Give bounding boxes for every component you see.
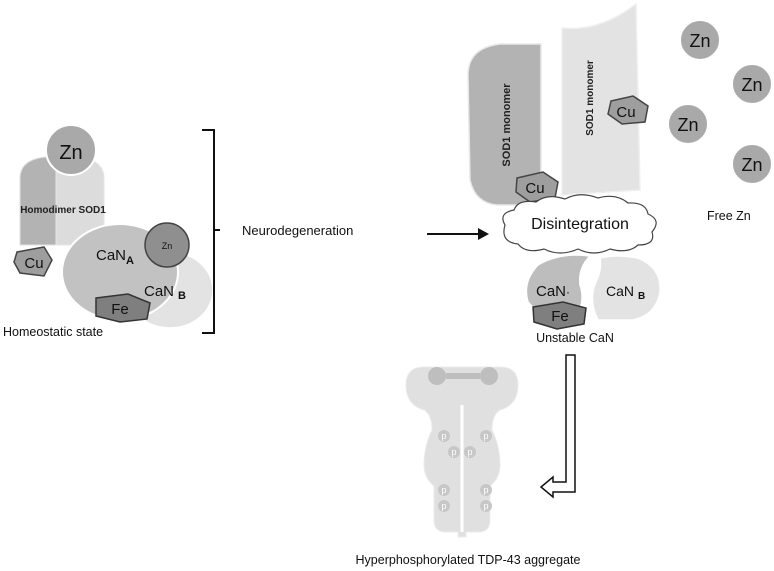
phospho-site xyxy=(438,484,450,496)
free-zn-ion xyxy=(731,63,773,105)
phospho-label: p xyxy=(441,485,446,495)
tdp43-node-left xyxy=(428,367,446,385)
arrow-to-tdp43 xyxy=(539,354,576,499)
phospho-label: p xyxy=(483,431,488,441)
free-zn-ion xyxy=(731,143,773,185)
free-zn-ion xyxy=(667,103,709,145)
cu-cofactor-left-label: Cu xyxy=(525,180,544,197)
sod1-monomer-right-label: SOD1 monomer xyxy=(585,60,596,136)
cu-cofactor-right-label: Cu xyxy=(616,104,635,121)
sod1-dimer-label: Homodimer SOD1 xyxy=(20,205,106,216)
free-zn-ion-label: Zn xyxy=(677,115,698,135)
disintegration-cloud: Disintegration xyxy=(502,194,657,254)
phospho-label: p xyxy=(467,447,472,457)
can-left-label: CaN· xyxy=(536,283,570,300)
zn-ion-homeostatic-label: Zn xyxy=(59,142,82,164)
free-zn-ion xyxy=(679,19,721,61)
phospho-label: p xyxy=(483,485,488,495)
fe-cofactor-homeostatic-label: Fe xyxy=(111,301,129,318)
free-zn-label: Free Zn xyxy=(707,209,751,223)
tdp43-link xyxy=(446,373,480,379)
cu-cofactor-homeostatic-label: Cu xyxy=(24,255,43,272)
fe-cofactor-unstable xyxy=(532,301,587,330)
sod1-monomers: SOD1 monomer SOD1 monomer Cu Cu xyxy=(467,2,649,206)
phospho-label: p xyxy=(441,431,446,441)
free-zn-ion-label: Zn xyxy=(741,75,762,95)
phospho-label: p xyxy=(451,447,456,457)
arrow-to-disintegration xyxy=(427,228,489,240)
phospho-label: p xyxy=(483,501,488,511)
phospho-site xyxy=(464,446,476,458)
phospho-site xyxy=(480,430,492,442)
fe-cofactor-unstable-label: Fe xyxy=(551,308,569,325)
can-a-label: CaNA xyxy=(96,247,134,267)
neurodegeneration-label: Neurodegeneration xyxy=(242,223,353,238)
phospho-site xyxy=(438,500,450,512)
homeostatic-state-label: Homeostatic state xyxy=(3,325,103,339)
phospho-label: p xyxy=(441,501,446,511)
phospho-site xyxy=(480,500,492,512)
free-zn-ion-label: Zn xyxy=(689,31,710,51)
cu-cofactor-homeostatic xyxy=(13,246,53,277)
can-b-subunit-unstable xyxy=(591,255,661,321)
phospho-site xyxy=(448,446,460,458)
sod1-dimer-left-half xyxy=(19,156,57,246)
sod1-monomer-right xyxy=(561,2,641,196)
zn-small-homeostatic-label: Zn xyxy=(162,241,173,251)
zn-small-homeostatic xyxy=(144,222,190,268)
disintegration-label: Disintegration xyxy=(531,216,629,233)
cu-cofactor-right xyxy=(607,95,649,125)
free-zn-group: Zn Zn Zn Zn Free Zn xyxy=(667,19,773,223)
phospho-site xyxy=(480,484,492,496)
sod1-monomer-left-label: SOD1 monomer xyxy=(501,83,513,167)
free-zn-ion-label: Zn xyxy=(741,155,762,175)
tdp43-label: Hyperphosphorylated TDP-43 aggregate xyxy=(356,553,581,567)
disintegration-cloud-shape xyxy=(502,194,657,254)
phospho-site xyxy=(438,430,450,442)
unstable-can-label: Unstable CaN xyxy=(536,331,614,345)
tdp43-aggregate: p p p p p p p p xyxy=(405,366,519,538)
zn-ion-homeostatic xyxy=(45,124,97,176)
fe-cofactor-homeostatic xyxy=(95,293,151,323)
tdp43-node-right xyxy=(480,367,498,385)
bracket xyxy=(202,129,220,334)
